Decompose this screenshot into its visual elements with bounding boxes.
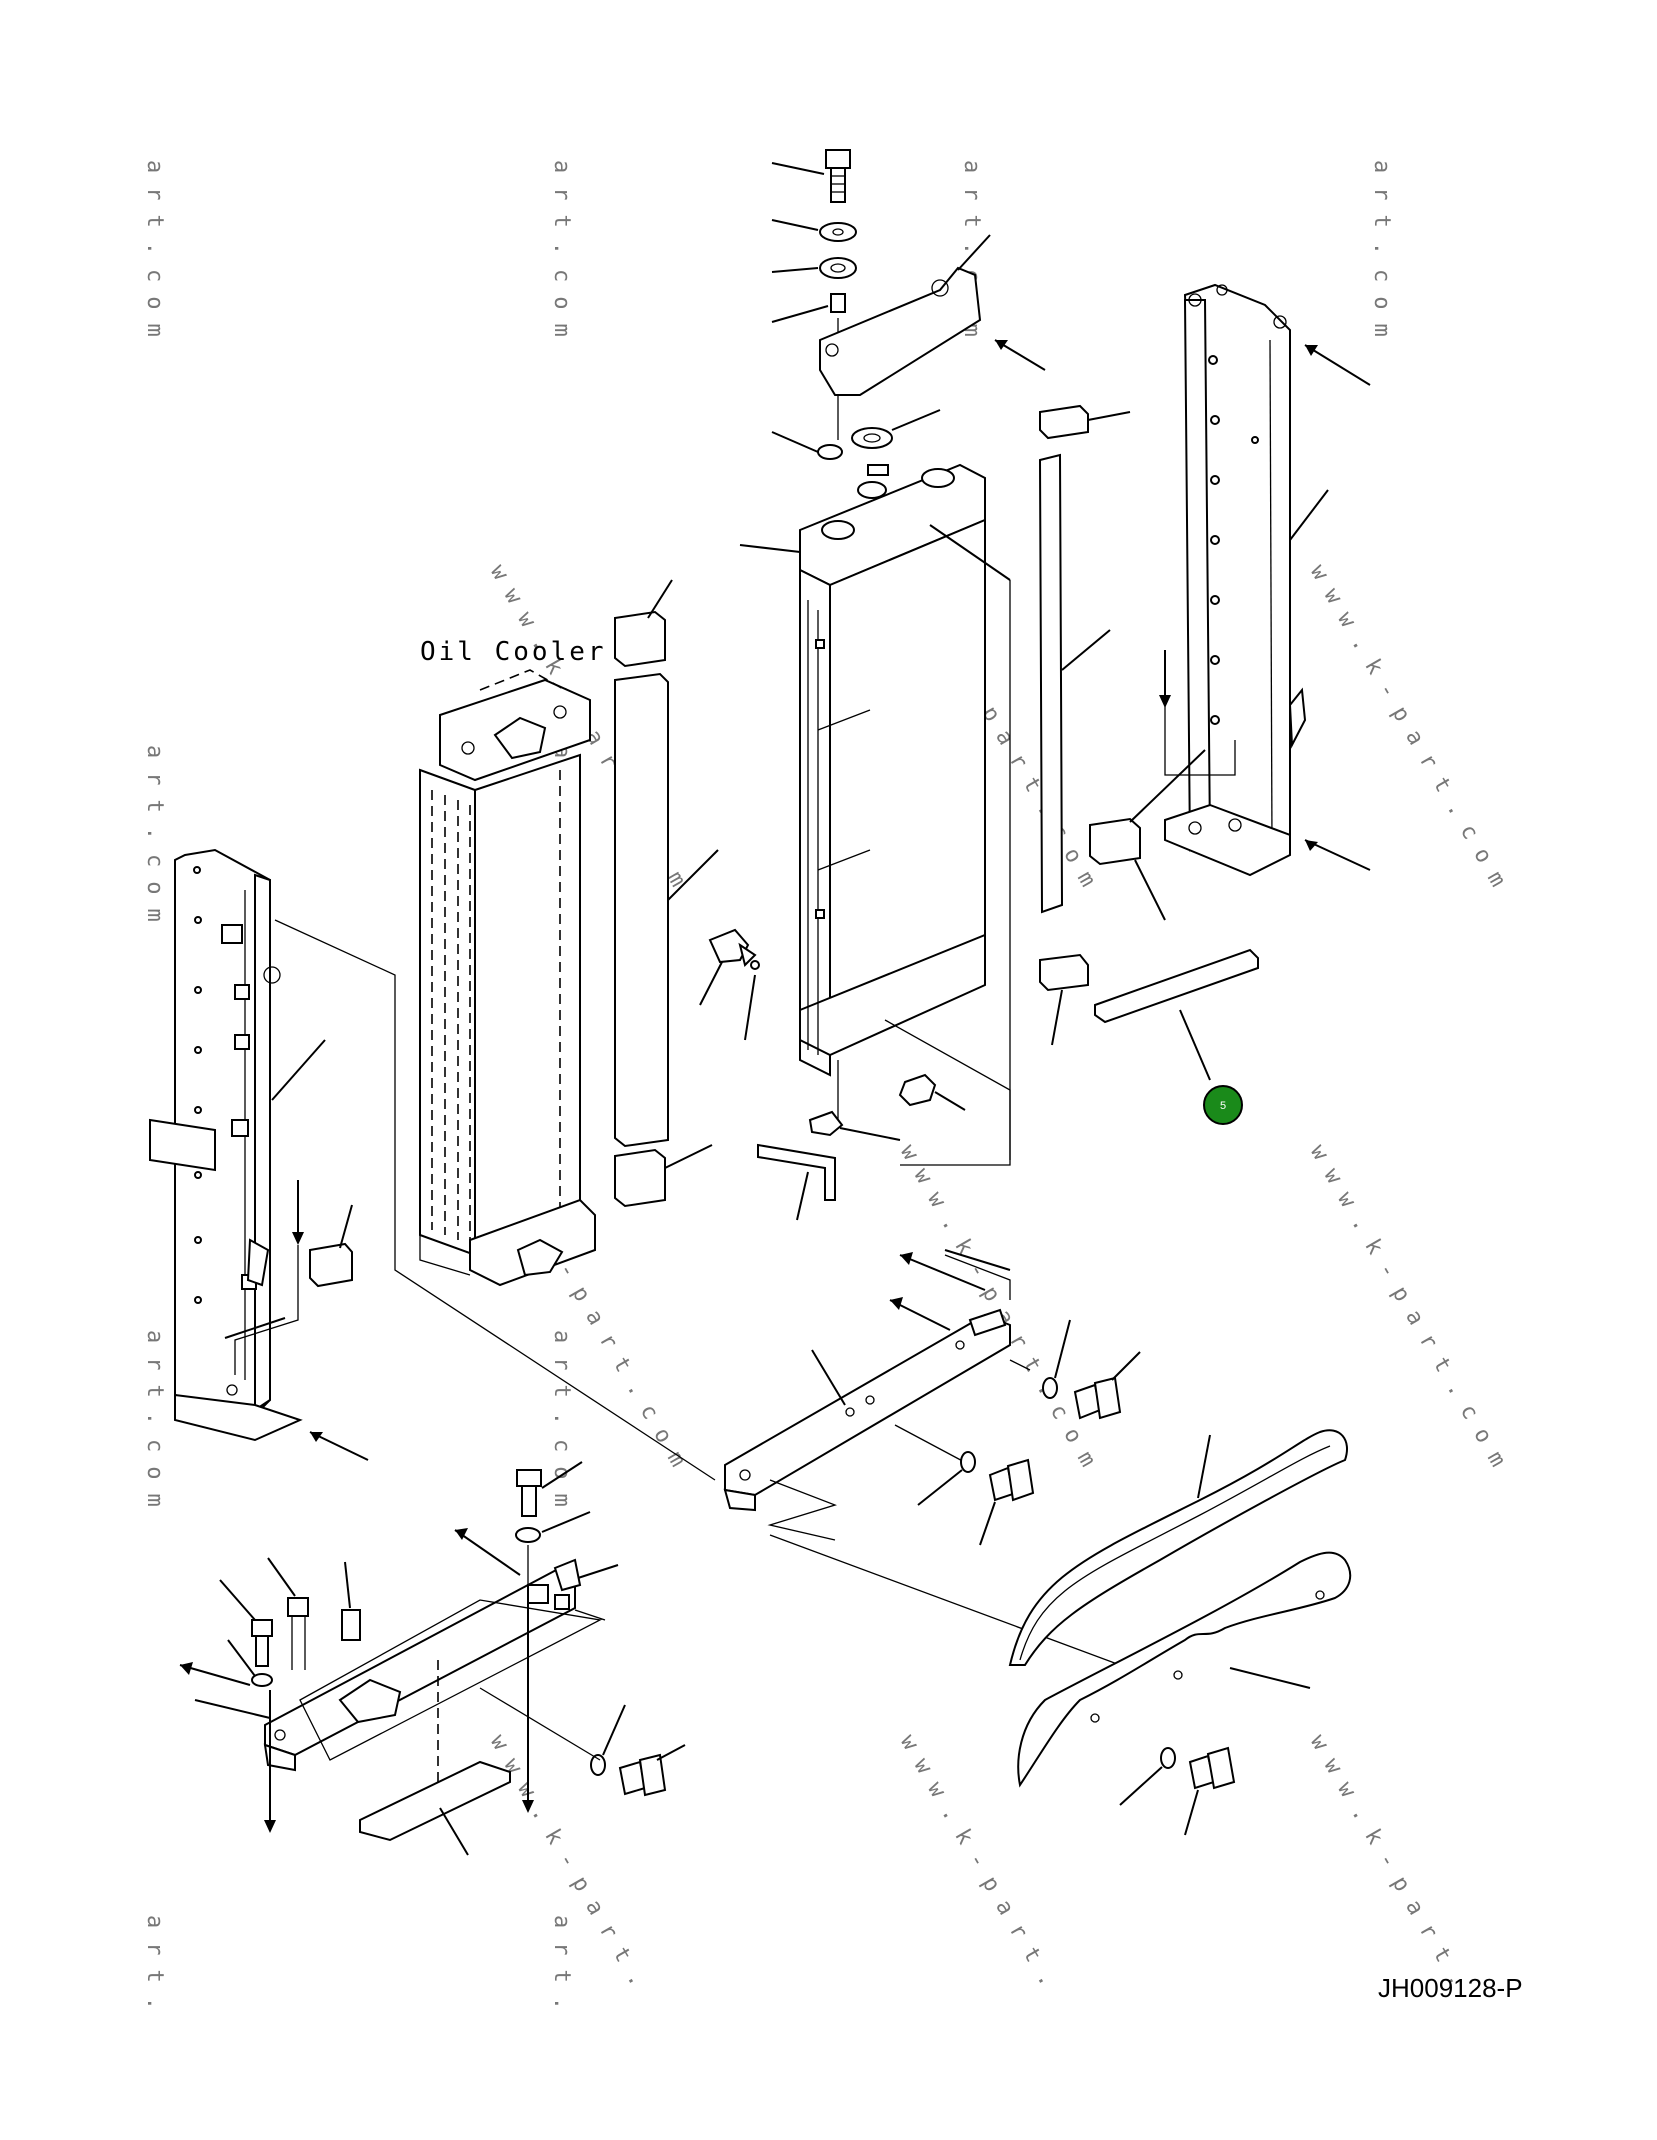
drawing-code: JH009128-P — [1378, 1973, 1523, 2003]
top-bracket — [819, 234, 1046, 396]
seal-strips-right — [1038, 404, 1259, 1081]
watermark: art.com — [142, 160, 167, 351]
right-side-frame — [1089, 283, 1371, 921]
watermark: art.com — [142, 1330, 167, 1521]
drain-parts — [699, 928, 901, 1221]
oil-cooler-label: Oil Cooler — [420, 637, 607, 667]
watermark: art.com — [1369, 160, 1394, 351]
curved-shrouds — [1008, 1429, 1352, 1836]
watermark: art. — [549, 1915, 574, 2024]
left-side-frame — [149, 848, 716, 1481]
watermarks: art.com art.com art.com art.com www.k-pa… — [142, 160, 1517, 2024]
watermark: art. — [142, 1915, 167, 2024]
oil-cooler: Oil Cooler — [419, 637, 607, 1287]
part-marker-label: 5 — [1220, 1100, 1226, 1112]
watermark: www.k-part. — [1305, 1731, 1477, 2003]
top-fastener-stack — [771, 149, 857, 440]
part-marker-5[interactable]: 5 — [1203, 1085, 1243, 1125]
watermark: www.k-part.com — [1305, 561, 1517, 904]
watermark: art.com — [549, 1330, 574, 1521]
bottom-left-bracket — [179, 1461, 686, 1856]
watermark: www.k-part. — [895, 1731, 1067, 2003]
watermark: art.com — [549, 160, 574, 351]
radiator-core — [739, 409, 1011, 1166]
bottom-center-bracket — [723, 1249, 1141, 1666]
seal-strips-left — [614, 579, 719, 1208]
watermark: art.com — [142, 745, 167, 936]
